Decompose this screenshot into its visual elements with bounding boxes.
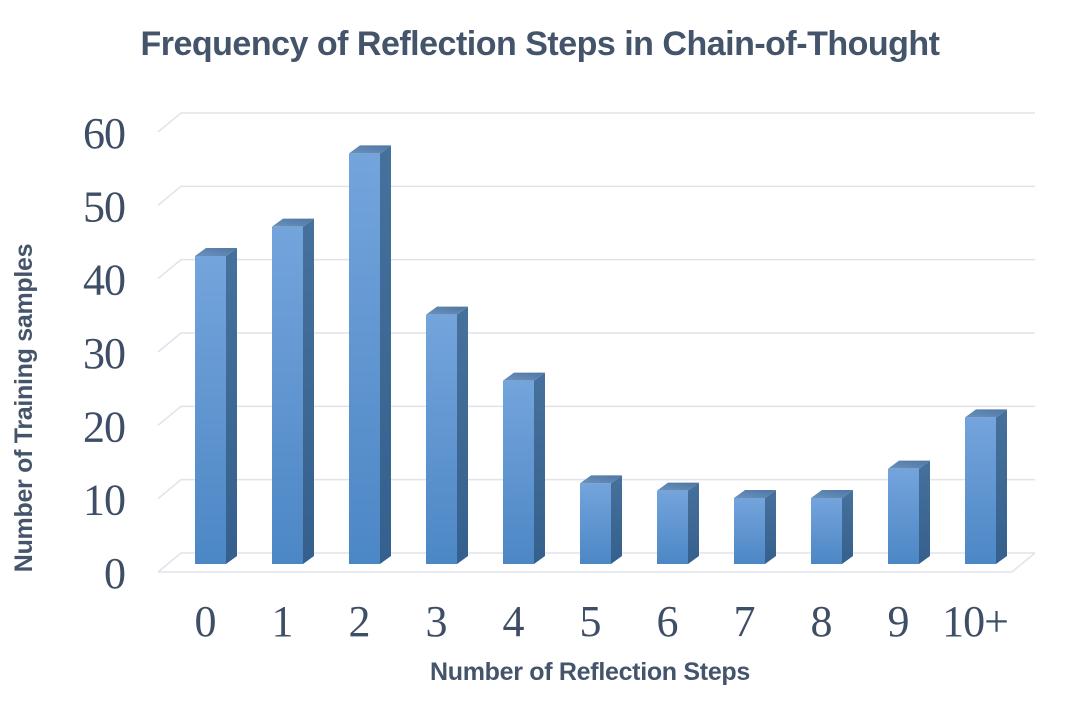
x-axis-title: Number of Reflection Steps <box>430 658 750 686</box>
gridline-40 <box>157 258 1035 280</box>
bar-8 <box>811 490 853 564</box>
y-tick-label-30: 30 <box>83 329 125 378</box>
floor-front-edge <box>158 552 1036 573</box>
bar-10+-side-face <box>996 409 1007 564</box>
x-axis-tick-labels: 0 1 2 3 4 5 6 7 8 9 10+ <box>195 597 1009 646</box>
bar-7-top-face <box>734 490 776 499</box>
y-axis-title: Number of Training samples <box>10 244 38 572</box>
bar-0-side-face <box>226 248 237 564</box>
bar-7-front-face <box>734 498 765 564</box>
x-tick-label-6: 6 <box>657 597 678 646</box>
y-tick-label-0: 0 <box>104 549 125 598</box>
bar-0-front-face <box>195 256 226 564</box>
bar-9 <box>888 460 930 564</box>
bar-series <box>195 145 1007 564</box>
bar-8-top-face <box>811 490 853 499</box>
gridline-50 <box>157 185 1035 206</box>
bar-9-side-face <box>919 460 930 564</box>
bar-7 <box>734 490 776 564</box>
bar-5-side-face <box>611 475 622 564</box>
gridlines <box>157 112 1036 573</box>
bar-9-front-face <box>888 468 919 564</box>
bar-2-side-face <box>380 145 391 564</box>
bar-6-front-face <box>657 490 688 564</box>
x-tick-label-9: 9 <box>888 597 909 646</box>
bar-10+ <box>965 409 1007 564</box>
bar-9-top-face <box>888 460 930 469</box>
x-tick-label-4: 4 <box>503 597 525 646</box>
bar-6-top-face <box>657 482 699 491</box>
bar-6 <box>657 482 699 564</box>
bar-4 <box>503 372 545 564</box>
x-tick-label-8: 8 <box>811 597 832 646</box>
gridline-20 <box>157 405 1035 426</box>
bar-3-side-face <box>457 306 468 564</box>
y-tick-label-60: 60 <box>83 109 125 158</box>
bar-0 <box>195 248 237 564</box>
bar-8-front-face <box>811 498 842 564</box>
bar-2 <box>349 145 391 564</box>
bar-10+-front-face <box>965 417 996 564</box>
gridline-30 <box>157 332 1035 353</box>
bar-3-top-face <box>426 306 468 315</box>
bar-10+-top-face <box>965 409 1007 418</box>
x-tick-label-7: 7 <box>734 597 755 646</box>
bar-1 <box>272 218 314 564</box>
bar-3 <box>426 306 468 564</box>
chart-title: Frequency of Reflection Steps in Chain-o… <box>140 25 939 63</box>
x-tick-label-2: 2 <box>349 597 370 646</box>
x-tick-label-3: 3 <box>426 597 447 646</box>
x-tick-label-5: 5 <box>580 597 601 646</box>
bar-8-side-face <box>842 490 853 564</box>
gridline-10 <box>157 478 1035 500</box>
bar-5-top-face <box>580 475 622 484</box>
bar-4-top-face <box>503 372 545 381</box>
bar-5 <box>580 475 622 564</box>
y-tick-label-50: 50 <box>83 182 125 231</box>
bar-1-top-face <box>272 218 314 227</box>
y-tick-label-20: 20 <box>83 402 125 451</box>
bar-3-front-face <box>426 314 457 564</box>
bar-4-front-face <box>503 380 534 564</box>
bar-5-front-face <box>580 483 611 564</box>
x-tick-label-1: 1 <box>272 597 293 646</box>
bar-2-front-face <box>349 153 380 564</box>
y-tick-label-10: 10 <box>83 476 125 525</box>
gridline-60 <box>157 112 1035 133</box>
bar-4-side-face <box>534 372 545 564</box>
y-tick-label-40: 40 <box>83 256 125 305</box>
x-tick-label-0: 0 <box>195 597 216 646</box>
x-tick-label-10+: 10+ <box>942 597 1008 646</box>
bar-1-front-face <box>272 226 303 564</box>
bar-1-side-face <box>303 218 314 564</box>
bar-0-top-face <box>195 248 237 257</box>
y-axis-tick-labels: 0 10 20 30 40 50 60 <box>83 109 126 598</box>
bar-7-side-face <box>765 490 776 564</box>
bar-2-top-face <box>349 145 391 154</box>
bar-6-side-face <box>688 482 699 564</box>
